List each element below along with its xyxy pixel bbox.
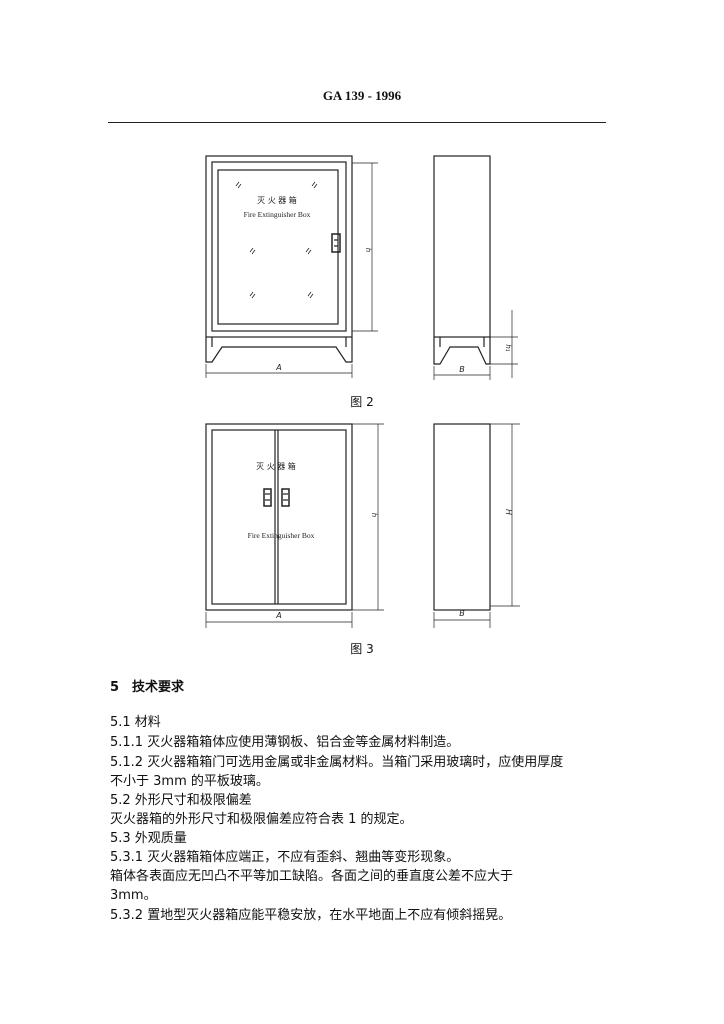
body-line: 3mm。 [110,888,157,903]
fig2-dim-a: A [275,363,281,372]
figure2-front-view [205,155,378,378]
body-line: 5.3.1 灭火器箱箱体应端正，不应有歪斜、翘曲等变形现象。 [110,850,460,865]
header-rule [108,122,606,123]
body-line: 5.2 外形尺寸和极限偏差 [110,793,252,808]
fig2-dim-h1: h₁ [504,344,512,351]
fig2-dim-b: B [459,365,465,374]
fig2-box-label-en: Fire Extinguisher Box [244,210,311,219]
right-door-handle-icon [281,488,290,507]
body-line: 5.3 外观质量 [110,831,187,846]
fig3-box-label-cn: 灭 火 器 箱 [256,461,296,471]
figure2-caption: 图 2 [350,395,374,409]
figure3-side-view [433,423,520,628]
fig3-dim-a: A [275,611,281,620]
section5-title: 5 技术要求 [110,680,185,695]
left-door-handle-icon [263,488,272,507]
fig2-box-label-cn: 灭 火 器 箱 [257,195,297,205]
door-handle-icon [331,233,341,253]
body-line: 灭火器箱的外形尺寸和极限偏差应符合表 1 的规定。 [110,812,413,827]
body-line: 5.1 材料 [110,715,161,730]
fig3-dim-b: B [459,609,465,618]
fig2-dim-h: h [364,248,372,252]
body-line: 5.1.1 灭火器箱箱体应使用薄钢板、铝合金等金属材料制造。 [110,735,460,750]
fig3-box-label-en: Fire Extinguisher Box [248,531,315,540]
fig3-dim-H: H [504,509,513,515]
body-line: 5.1.2 灭火器箱箱门可选用金属或非金属材料。当箱门采用玻璃时，应使用厚度 [110,755,564,770]
figure2-side-view [433,155,518,380]
fig3-dim-h: h [370,513,378,517]
body-line: 5.3.2 置地型灭火器箱应能平稳安放，在水平地面上不应有倾斜摇晃。 [110,908,512,923]
standard-number: GA 139 - 1996 [322,88,402,103]
figure3-front-view [205,423,384,628]
body-line: 不小于 3mm 的平板玻璃。 [110,774,269,789]
body-line: 箱体各表面应无凹凸不平等加工缺陷。各面之间的垂直度公差不应大于 [110,869,514,884]
technical-drawings: 灭 火 器 箱 Fire Extinguisher Box A B h h₁ 灭… [205,155,520,628]
figure3-caption: 图 3 [350,642,374,656]
